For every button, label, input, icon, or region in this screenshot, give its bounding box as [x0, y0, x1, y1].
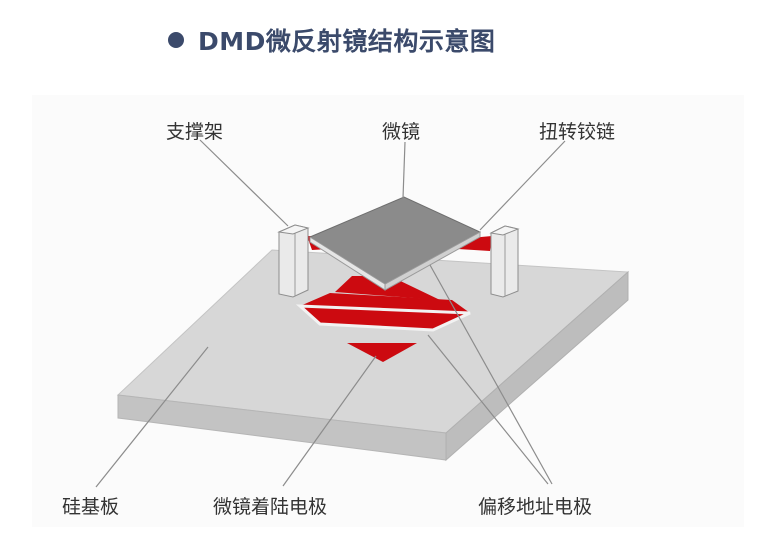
left-support-post	[277, 224, 310, 298]
slide-heading: DMD微反射镜结构示意图	[168, 22, 495, 58]
label-support-frame: 支撑架	[166, 121, 224, 143]
label-silicon-substrate: 硅基板	[62, 496, 120, 518]
label-address-electrode: 偏移地址电极	[478, 496, 593, 518]
right-electrode-strip	[458, 236, 492, 251]
label-torsion-hinge: 扭转铰链	[539, 121, 616, 143]
micromirror	[308, 196, 482, 291]
label-landing-electrode: 微镜着陆电极	[213, 496, 328, 518]
bullet-dot-icon	[168, 32, 184, 48]
label-micromirror: 微镜	[382, 121, 421, 143]
right-support-post	[489, 225, 520, 298]
page-title: DMD微反射镜结构示意图	[198, 27, 496, 56]
landing-electrode	[347, 343, 417, 362]
leader-lines	[95, 139, 566, 488]
